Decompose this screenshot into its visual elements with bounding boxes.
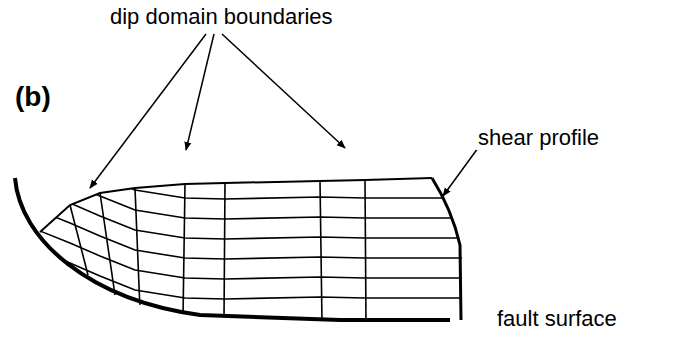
callout-label: fault surface — [495, 307, 619, 331]
shear-profile-line — [432, 178, 461, 320]
callout-label: dip domain boundaries — [108, 5, 335, 29]
leader-arrows — [90, 34, 478, 196]
fault-line — [15, 178, 450, 320]
callout-label: shear profile — [476, 126, 601, 150]
panel-letter: (b) — [13, 82, 53, 113]
top-surface — [40, 178, 432, 232]
hanging-wall-layers — [20, 143, 470, 322]
